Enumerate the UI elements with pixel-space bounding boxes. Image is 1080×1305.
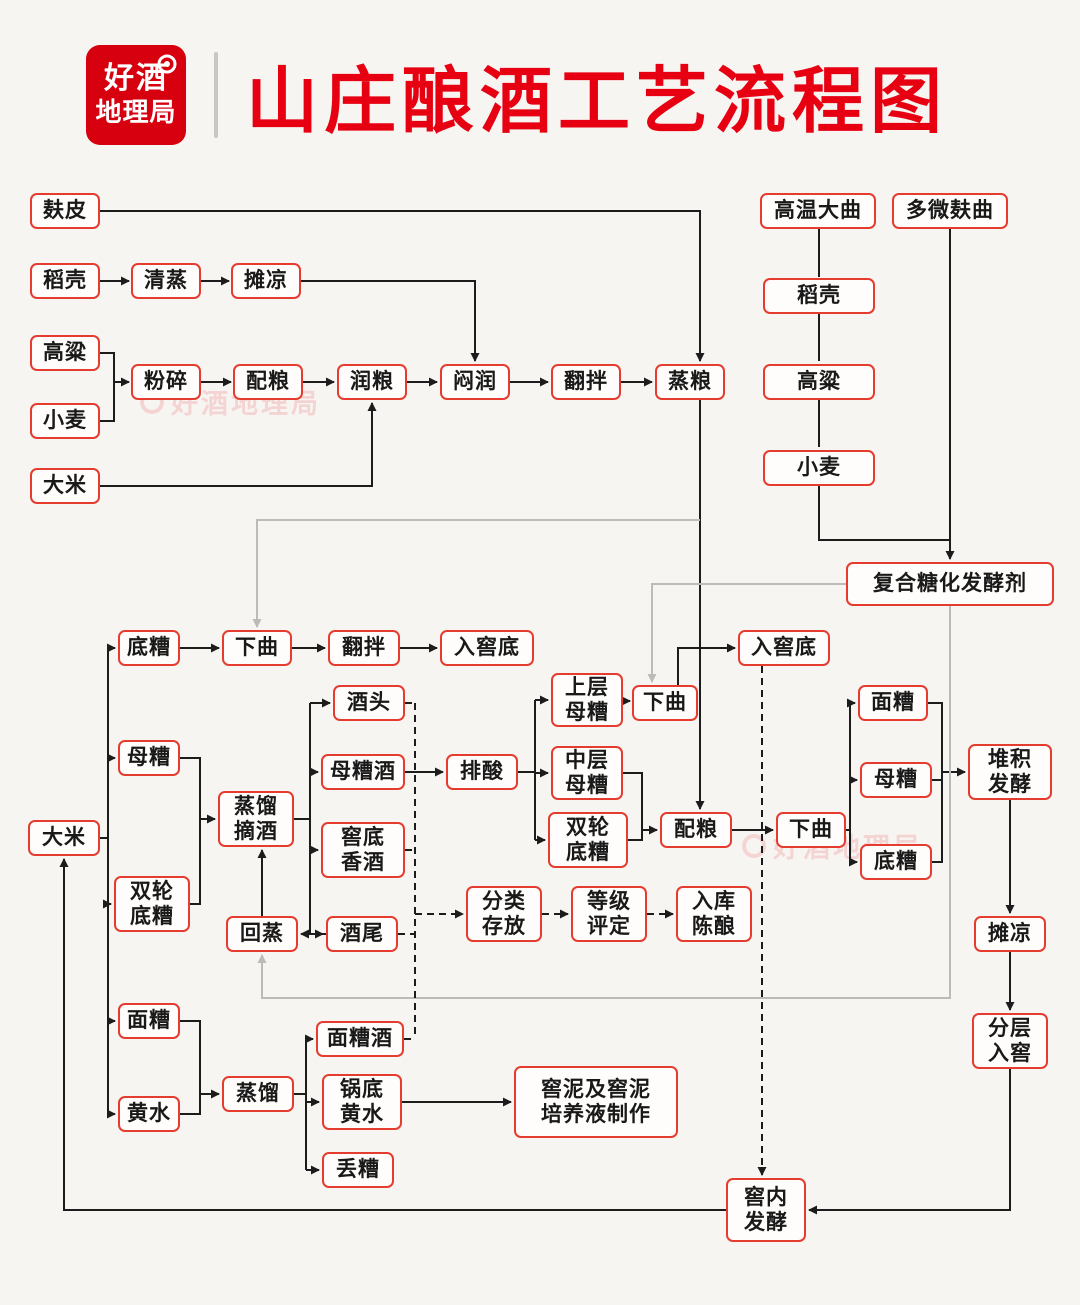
flow-node-jiuwei: 酒尾 bbox=[326, 916, 398, 952]
flow-node-dami-top: 大米 bbox=[30, 468, 100, 504]
flow-node-shangceng-muzao: 上层 母糟 bbox=[551, 673, 623, 727]
flow-edge-38 bbox=[628, 830, 643, 841]
flow-node-fenlei-cunfang: 分类 存放 bbox=[466, 886, 542, 942]
flow-edge-70 bbox=[252, 519, 700, 628]
page-title: 山庄酿酒工艺流程图 bbox=[246, 62, 949, 142]
flow-node-jiutou: 酒头 bbox=[333, 685, 405, 721]
flow-node-mianzao-left: 面糟 bbox=[118, 1003, 180, 1039]
flow-node-guodi-huangshui: 锅底 黄水 bbox=[322, 1074, 402, 1130]
flow-node-jiaodi-xiangjiu: 窖底 香酒 bbox=[321, 822, 405, 878]
flow-node-dami-mid: 大米 bbox=[28, 820, 100, 856]
flow-edge-2 bbox=[301, 280, 480, 362]
flow-edge-21 bbox=[677, 643, 736, 685]
flow-node-huizheng: 回蒸 bbox=[226, 916, 298, 952]
flow-node-fensui: 粉碎 bbox=[131, 364, 201, 400]
flow-edge-61 bbox=[180, 1020, 220, 1099]
logo-text-2: 地理局 bbox=[95, 96, 177, 127]
flow-node-daoke-left: 稻壳 bbox=[30, 263, 100, 299]
flow-node-paisuan: 排酸 bbox=[446, 754, 518, 790]
flow-node-shuanglun-left: 双轮 底糟 bbox=[114, 876, 190, 932]
flow-node-tanliang-right: 摊凉 bbox=[974, 916, 1046, 952]
header-divider bbox=[214, 51, 218, 138]
flow-node-gaowen-daqu: 高温大曲 bbox=[760, 193, 876, 229]
flow-node-fuhe-fajiaoji: 复合糖化发酵剂 bbox=[846, 562, 1054, 606]
flow-edge-53 bbox=[59, 858, 726, 1211]
flow-node-muzao-right: 母糟 bbox=[860, 762, 932, 798]
flow-edge-72 bbox=[257, 606, 951, 999]
flow-node-zhengliu-zhaijiu: 蒸馏 摘酒 bbox=[218, 791, 294, 847]
flow-node-qingzheng: 清蒸 bbox=[131, 263, 201, 299]
flow-node-rujiaodi-left: 入窖底 bbox=[440, 630, 534, 666]
flow-node-peiliang-top: 配粮 bbox=[233, 364, 303, 400]
flow-node-fupi: 麸皮 bbox=[30, 193, 100, 229]
flow-node-xiaqu-3: 下曲 bbox=[776, 812, 846, 848]
flow-node-jiaoni-zhizuo: 窖泥及窖泥 培养液制作 bbox=[514, 1066, 678, 1138]
header: 好酒 地理局 山庄酿酒工艺流程图 bbox=[86, 42, 948, 147]
flow-node-rujiaodi-right: 入窖底 bbox=[738, 630, 830, 666]
flow-edge-3 bbox=[100, 352, 130, 387]
flow-edge-71 bbox=[647, 583, 846, 683]
flow-node-zhongceng-muzao: 中层 母糟 bbox=[551, 746, 623, 800]
flow-node-muzao-left: 母糟 bbox=[118, 740, 180, 776]
flow-edge-11 bbox=[100, 210, 705, 362]
flow-node-tanliang-top: 摊凉 bbox=[231, 263, 301, 299]
flow-node-xiaomai-left: 小麦 bbox=[30, 403, 100, 439]
flow-node-xiaqu-2: 下曲 bbox=[632, 685, 698, 721]
location-pin-icon bbox=[157, 54, 177, 73]
flow-node-mianzaojiu: 面糟酒 bbox=[316, 1021, 404, 1057]
flow-node-huangshui: 黄水 bbox=[118, 1096, 180, 1132]
flow-node-duowei-fuqu: 多微麸曲 bbox=[892, 193, 1008, 229]
flow-node-zhengliang: 蒸粮 bbox=[655, 364, 725, 400]
flow-edge-4 bbox=[100, 382, 115, 422]
logo-text-1: 好酒 bbox=[104, 61, 168, 95]
flow-edge-30 bbox=[190, 819, 201, 905]
flow-node-dizao-left: 底糟 bbox=[118, 630, 180, 666]
flow-node-jiaonei-fajiao: 窖内 发酵 bbox=[726, 1178, 806, 1242]
flow-node-muzaojiu: 母糟酒 bbox=[321, 754, 405, 790]
flow-node-ruku-chenniang: 入库 陈酿 bbox=[676, 886, 752, 942]
flow-node-peiliang-mid: 配粮 bbox=[660, 812, 732, 848]
flow-edge-46 bbox=[928, 702, 943, 772]
flow-node-duiji-fajiao: 堆积 发酵 bbox=[968, 744, 1052, 800]
flow-node-shuanglun-mid: 双轮 底糟 bbox=[548, 812, 628, 868]
flow-node-diuzao: 丢糟 bbox=[322, 1152, 394, 1188]
flow-node-fanban-top: 翻拌 bbox=[551, 364, 621, 400]
flow-node-dengji-pingding: 等级 评定 bbox=[571, 886, 647, 942]
flow-node-fanban-mid: 翻拌 bbox=[328, 630, 400, 666]
flow-node-gaoliang-left: 高粱 bbox=[30, 335, 100, 371]
flow-node-dizao-right: 底糟 bbox=[860, 844, 932, 880]
flow-node-zhengliu-2: 蒸馏 bbox=[222, 1076, 294, 1112]
flow-node-mianzao-right: 面糟 bbox=[858, 685, 928, 721]
flow-edge-62 bbox=[180, 1094, 201, 1115]
flow-edge-47 bbox=[932, 772, 943, 863]
flow-node-runliang: 润粮 bbox=[337, 364, 407, 400]
flow-node-fenceng-rujiao: 分层 入窖 bbox=[972, 1013, 1048, 1069]
flow-edge-37 bbox=[623, 772, 643, 830]
flow-edge-29 bbox=[180, 757, 216, 824]
flow-node-xiaomai-right: 小麦 bbox=[763, 450, 875, 486]
flow-edge-10 bbox=[100, 402, 377, 487]
flow-node-menrun: 闷润 bbox=[440, 364, 510, 400]
flow-node-daoke-right: 稻壳 bbox=[763, 278, 875, 314]
flow-edge-16 bbox=[818, 486, 950, 541]
flow-node-xiaqu-1: 下曲 bbox=[222, 630, 292, 666]
flow-edge-52 bbox=[808, 1069, 1011, 1215]
brand-logo: 好酒 地理局 bbox=[86, 44, 186, 145]
flow-node-gaoliang-right: 高粱 bbox=[763, 364, 875, 400]
